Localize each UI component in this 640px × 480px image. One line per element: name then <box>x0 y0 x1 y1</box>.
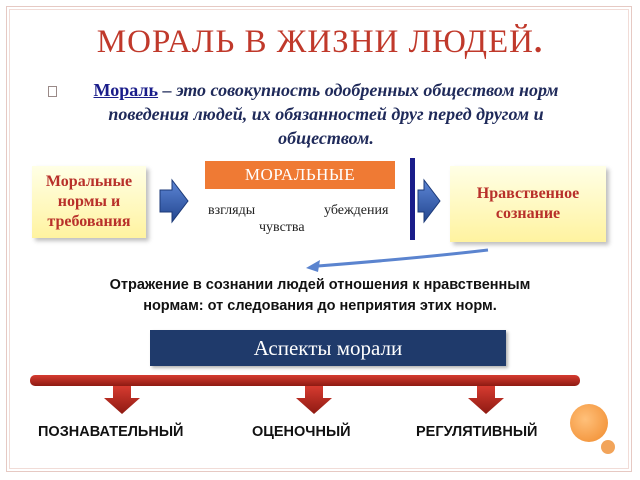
reflection-text: Отражение в сознании людей отношения к н… <box>40 275 600 317</box>
moral-consciousness-line: сознание <box>495 205 561 222</box>
moral-label: МОРАЛЬНЫЕ <box>205 161 395 189</box>
word-beliefs: убеждения <box>324 203 389 218</box>
word-feelings: чувства <box>259 220 305 235</box>
moral-norms-box: Моральные нормы и требования <box>32 166 146 238</box>
aspect-evaluative: ОЦЕНОЧНЫЙ <box>252 424 351 440</box>
divider-line <box>410 158 415 240</box>
moral-norms-line: Моральные <box>45 173 133 190</box>
aspect-cognitive: ПОЗНАВАТЕЛЬНЫЙ <box>38 424 184 440</box>
aspect-regulative: РЕГУЛЯТИВНЫЙ <box>416 424 538 440</box>
down-arrow-icon <box>104 386 140 414</box>
aspects-header: Аспекты морали <box>150 330 506 366</box>
reflection-line: Отражение в сознании людей отношения к н… <box>109 277 531 293</box>
aspects-bar <box>30 375 580 386</box>
decorative-circle-small <box>601 440 615 454</box>
slide-frame <box>6 6 632 472</box>
definition: Мораль – это совокупность одобренных общ… <box>66 78 586 150</box>
bullet-icon <box>48 86 57 97</box>
reflection-line: нормам: от следования до неприятия этих … <box>143 298 497 314</box>
down-arrow-icon <box>468 386 504 414</box>
moral-norms-line: нормы и <box>57 193 121 210</box>
definition-term[interactable]: Мораль <box>93 80 159 100</box>
page-title: МОРАЛЬ В ЖИЗНИ ЛЮДЕЙ. <box>0 24 640 61</box>
word-views: взгляды <box>208 203 256 218</box>
arrowhead-icon <box>306 260 320 272</box>
title-text: МОРАЛЬ В ЖИЗНИ ЛЮДЕЙ <box>96 24 534 60</box>
curved-arrow-icon <box>317 248 489 268</box>
right-arrow-icon <box>417 178 441 224</box>
down-arrow-icon <box>296 386 332 414</box>
moral-norms-line: требования <box>47 213 131 230</box>
moral-consciousness-line: Нравственное <box>476 185 580 202</box>
decorative-circle <box>570 404 608 442</box>
moral-consciousness-box: Нравственное сознание <box>450 166 606 242</box>
definition-text: – это совокупность одобренных обществом … <box>108 80 559 148</box>
title-suffix: . <box>533 24 544 60</box>
right-arrow-icon <box>159 178 189 224</box>
